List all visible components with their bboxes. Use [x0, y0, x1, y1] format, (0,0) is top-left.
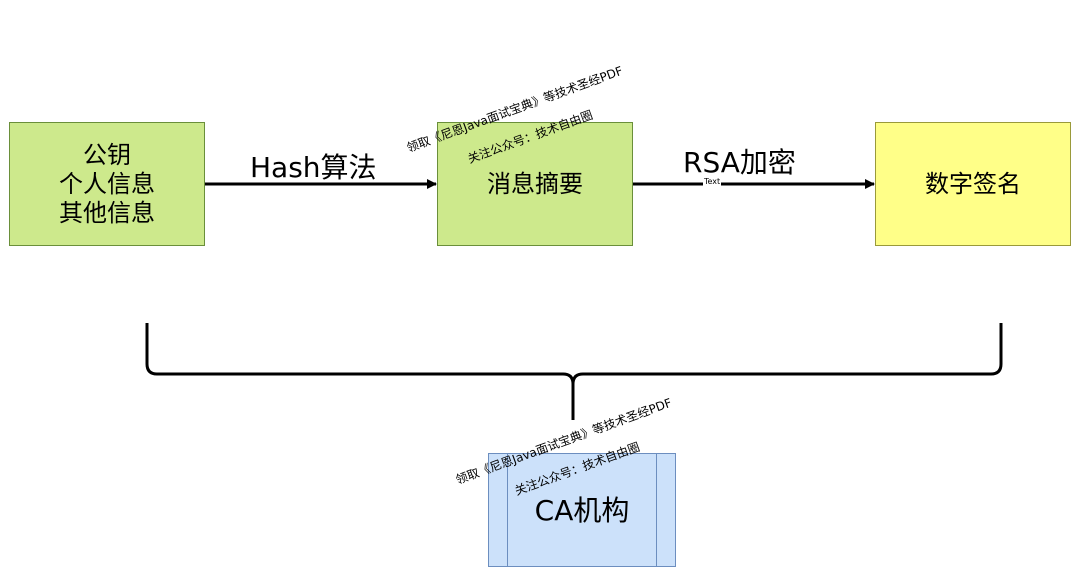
rsa-encryption-label: RSA加密 [683, 146, 796, 179]
other-info-line: 其他信息 [59, 198, 155, 227]
ca-left-divider [507, 454, 508, 566]
personal-info-line: 个人信息 [59, 169, 155, 198]
public-key-box[interactable]: 公钥 个人信息 其他信息 [9, 122, 205, 246]
hash-algorithm-label: Hash算法 [250, 151, 377, 184]
rsa-tiny-text-label: Text [703, 177, 722, 186]
digest-box[interactable]: 消息摘要 [437, 122, 633, 246]
digest-label: 消息摘要 [487, 169, 583, 198]
signature-box[interactable]: 数字签名 [875, 122, 1071, 246]
brace-connector [145, 323, 1003, 420]
ca-box[interactable]: CA机构 [488, 453, 676, 567]
signature-label: 数字签名 [925, 169, 1021, 198]
ca-label: CA机构 [534, 493, 630, 527]
ca-right-divider [656, 454, 657, 566]
public-key-line: 公钥 [83, 140, 131, 169]
